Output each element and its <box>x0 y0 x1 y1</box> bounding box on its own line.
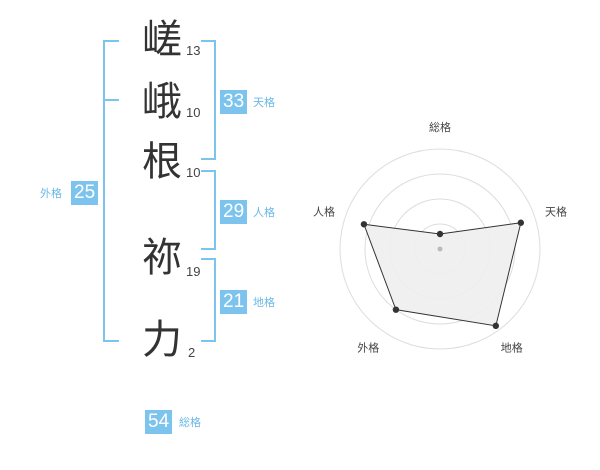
gaikaku-value: 25 <box>71 181 99 205</box>
soukaku-label: 総格 <box>179 416 201 429</box>
kanji-char-4: 祢 <box>142 235 182 281</box>
radar-series-polygon <box>363 222 522 327</box>
radar-center-dot <box>437 246 443 252</box>
radar-axis-label-3: 地格 <box>501 341 523 355</box>
jinkaku-value: 29 <box>220 200 248 224</box>
stroke-count-3: 10 <box>186 165 201 180</box>
tenkaku-bracket <box>201 40 216 160</box>
kanji-char-5: 力 <box>142 317 182 363</box>
chikaku-label: 地格 <box>253 296 275 309</box>
jinkaku-label: 人格 <box>253 206 275 219</box>
kanji-char-2: 峨 <box>142 79 182 125</box>
radar-point-2 <box>517 219 525 226</box>
soukaku-value: 54 <box>145 410 173 434</box>
tenkaku-label: 天格 <box>253 96 275 109</box>
radar-axis-label-1: 総格 <box>429 120 451 134</box>
jinkaku-bracket <box>201 170 216 250</box>
gaikaku-bracket-tick <box>103 99 119 101</box>
stroke-count-5: 2 <box>188 345 196 360</box>
gaikaku-bracket <box>103 40 119 342</box>
gaikaku-label: 外格 <box>40 187 62 200</box>
stroke-count-2: 10 <box>186 105 201 120</box>
kanji-char-3: 根 <box>142 139 182 185</box>
stroke-count-1: 13 <box>186 43 201 58</box>
radar-axis-label-5: 人格 <box>313 204 335 218</box>
radar-axis-label-2: 天格 <box>545 204 567 218</box>
tenkaku-value: 33 <box>220 90 248 114</box>
radar-point-4 <box>392 306 400 313</box>
stroke-count-4: 19 <box>186 264 201 279</box>
radar-point-1 <box>436 230 444 238</box>
chikaku-bracket <box>201 258 216 342</box>
chikaku-value: 21 <box>220 290 248 314</box>
radar-point-5 <box>360 221 368 228</box>
kanji-char-1: 嵯 <box>142 17 182 63</box>
radar-grid-ring <box>339 148 541 350</box>
radar-axis-label-4: 外格 <box>357 341 379 355</box>
radar-point-3 <box>492 322 500 330</box>
radar-grid-ring <box>364 173 516 325</box>
